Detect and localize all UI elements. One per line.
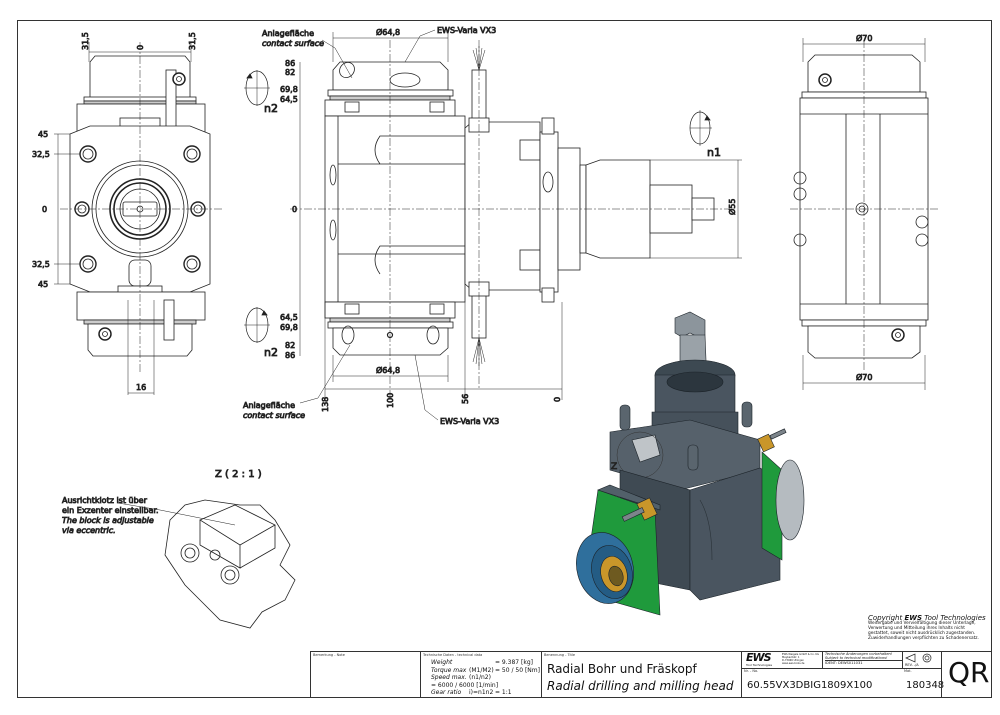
rotation-label-n1: n1 bbox=[707, 146, 721, 159]
dim-label: 64,5 bbox=[280, 313, 298, 322]
title-german: Radial Bohr und Fräskopf bbox=[547, 662, 697, 676]
side-view bbox=[244, 29, 742, 421]
dim-label: 16 bbox=[136, 383, 146, 392]
copyright-line: Verwertung und Mitteilung ihres Inhalts … bbox=[868, 626, 965, 631]
callout-ews-varia: EWS-Varia VX3 bbox=[437, 26, 496, 35]
dim-label: 69,8 bbox=[280, 85, 298, 94]
dim-label: 31,5 bbox=[188, 32, 197, 50]
dim-label: 86 bbox=[285, 351, 295, 360]
dim-label: Ø64,8 bbox=[376, 365, 400, 375]
projection-symbol-icon bbox=[905, 653, 932, 663]
detail-marker-z: Z bbox=[611, 462, 617, 472]
detail-note-de: Ausrichtklotz ist über bbox=[62, 496, 148, 505]
callout-contact-en: contact surface bbox=[262, 39, 324, 48]
drawing-sheet-border bbox=[17, 20, 992, 698]
dim-label: 56 bbox=[461, 394, 470, 404]
tech-data-table: Weight= 9.387 [kg] Torque max(M1/M2)= 50… bbox=[431, 659, 541, 697]
callout-contact-de: Anlagefläche bbox=[262, 29, 314, 38]
dim-label: 82 bbox=[285, 341, 295, 350]
mat-label: Mat. bbox=[904, 669, 912, 673]
dim-label: 100 bbox=[386, 393, 395, 408]
tech-row-speed: Speed max.(n1/n2)= 6000 / 6000 [1/min] bbox=[431, 674, 499, 689]
dim-label: 69,8 bbox=[280, 323, 298, 332]
company-address: EWS Weigele GmbH & Co. KG Maybachstr. 1 … bbox=[782, 653, 819, 665]
tech-row-weight: Weight= 9.387 [kg] bbox=[431, 659, 533, 666]
detail-title: Z ( 2 : 1 ) bbox=[215, 469, 262, 480]
dim-label: 64,5 bbox=[280, 95, 298, 104]
copyright-suffix: Tool Technologies bbox=[921, 614, 986, 622]
tech-data-cell: Technische Daten - technical data Weight… bbox=[420, 652, 541, 698]
company-cell: EWS Tool Technologies EWS Weigele GmbH &… bbox=[741, 652, 945, 698]
callout-contact-en: contact surface bbox=[243, 411, 305, 420]
tech-row-torque: Torque max(M1/M2)= 50 / 50 [Nm] bbox=[431, 666, 540, 674]
callout-contact-de: Anlagefläche bbox=[243, 401, 295, 410]
projection-cell: REV. -/A bbox=[902, 652, 943, 668]
side-view-labels: Ø64,8 Ø64,8 86 82 69,8 64,5 64,5 69,8 82… bbox=[243, 26, 738, 427]
copyright-prefix: Copyright bbox=[868, 614, 905, 622]
copyright-notice: Copyright EWS Tool Technologies Weiterga… bbox=[868, 614, 993, 642]
dim-label: 0 bbox=[553, 397, 562, 402]
callout-ews-varia: EWS-Varia VX3 bbox=[440, 417, 499, 426]
rotation-label-n2-top: n2 bbox=[264, 102, 278, 115]
dim-label: 31,5 bbox=[81, 32, 90, 50]
dim-label: 45 bbox=[38, 280, 48, 289]
detail-note-de: ein Exzenter einstellbar. bbox=[62, 506, 159, 515]
copyright-line: gestattet, soweit nicht ausdrücklich zug… bbox=[868, 631, 976, 636]
modification-notice: Technische Änderungen vorbehalten! Subje… bbox=[822, 652, 902, 668]
dim-label: 82 bbox=[285, 68, 295, 77]
detail-note-en: The block is adjustable bbox=[62, 516, 154, 525]
detail-view-z bbox=[117, 499, 296, 629]
copyright-line: Zuwiderhandlungen verpflichten zu Schade… bbox=[868, 636, 979, 641]
note-cell: Bemerkung - Note bbox=[310, 652, 420, 698]
dim-label: Ø70 bbox=[856, 33, 872, 43]
dim-label: 0 bbox=[292, 205, 297, 214]
rotation-label-n2-bottom: n2 bbox=[264, 346, 278, 359]
dim-label: 32,5 bbox=[32, 150, 50, 159]
iso-render bbox=[576, 311, 805, 616]
detail-note-en: via eccentric. bbox=[62, 526, 116, 535]
ident-value: IDENT: DEWS011031 bbox=[825, 660, 902, 665]
right-view bbox=[790, 38, 940, 390]
front-view bbox=[54, 42, 222, 395]
dim-label: Ø55 bbox=[727, 199, 737, 215]
copyright-line: Weitergabe und Vervielfältigung dieser U… bbox=[868, 621, 976, 626]
title-cell: Benennung - Title Radial Bohr und Fräsko… bbox=[541, 652, 741, 698]
qr-cell: QR bbox=[941, 652, 992, 698]
dim-label: Ø70 bbox=[856, 372, 872, 382]
copyright-brand: EWS bbox=[904, 614, 922, 622]
dim-label: 32,5 bbox=[32, 260, 50, 269]
title-english: Radial drilling and milling head bbox=[547, 679, 734, 693]
tech-data-label: Technische Daten - technical data bbox=[423, 653, 483, 657]
dim-label: 0 bbox=[136, 45, 145, 50]
company-row: EWS Tool Technologies EWS Weigele GmbH &… bbox=[742, 652, 942, 669]
part-number: 60.55VX3DBIG1809X100 bbox=[747, 680, 873, 691]
dim-label: 45 bbox=[38, 130, 48, 139]
drawing-number: 180348 bbox=[906, 680, 945, 691]
qr-code-label[interactable]: QR bbox=[948, 656, 990, 689]
note-label: Bemerkung - Note bbox=[313, 653, 345, 657]
revision-value: REV. -/A bbox=[905, 663, 919, 667]
ews-logo: EWS Tool Technologies bbox=[746, 651, 773, 667]
part-no-label: Nr. - No. bbox=[744, 669, 759, 673]
title-label: Benennung - Title bbox=[544, 653, 576, 657]
dim-label: Ø64,8 bbox=[376, 27, 400, 37]
front-view-dimension-labels: 31,5 0 31,5 45 32,5 0 32,5 45 16 bbox=[32, 32, 198, 393]
dim-label: 138 bbox=[321, 397, 330, 412]
title-block: Bemerkung - Note Technische Daten - tech… bbox=[310, 651, 992, 699]
dim-label: 86 bbox=[285, 59, 295, 68]
dim-label: 0 bbox=[42, 205, 47, 214]
